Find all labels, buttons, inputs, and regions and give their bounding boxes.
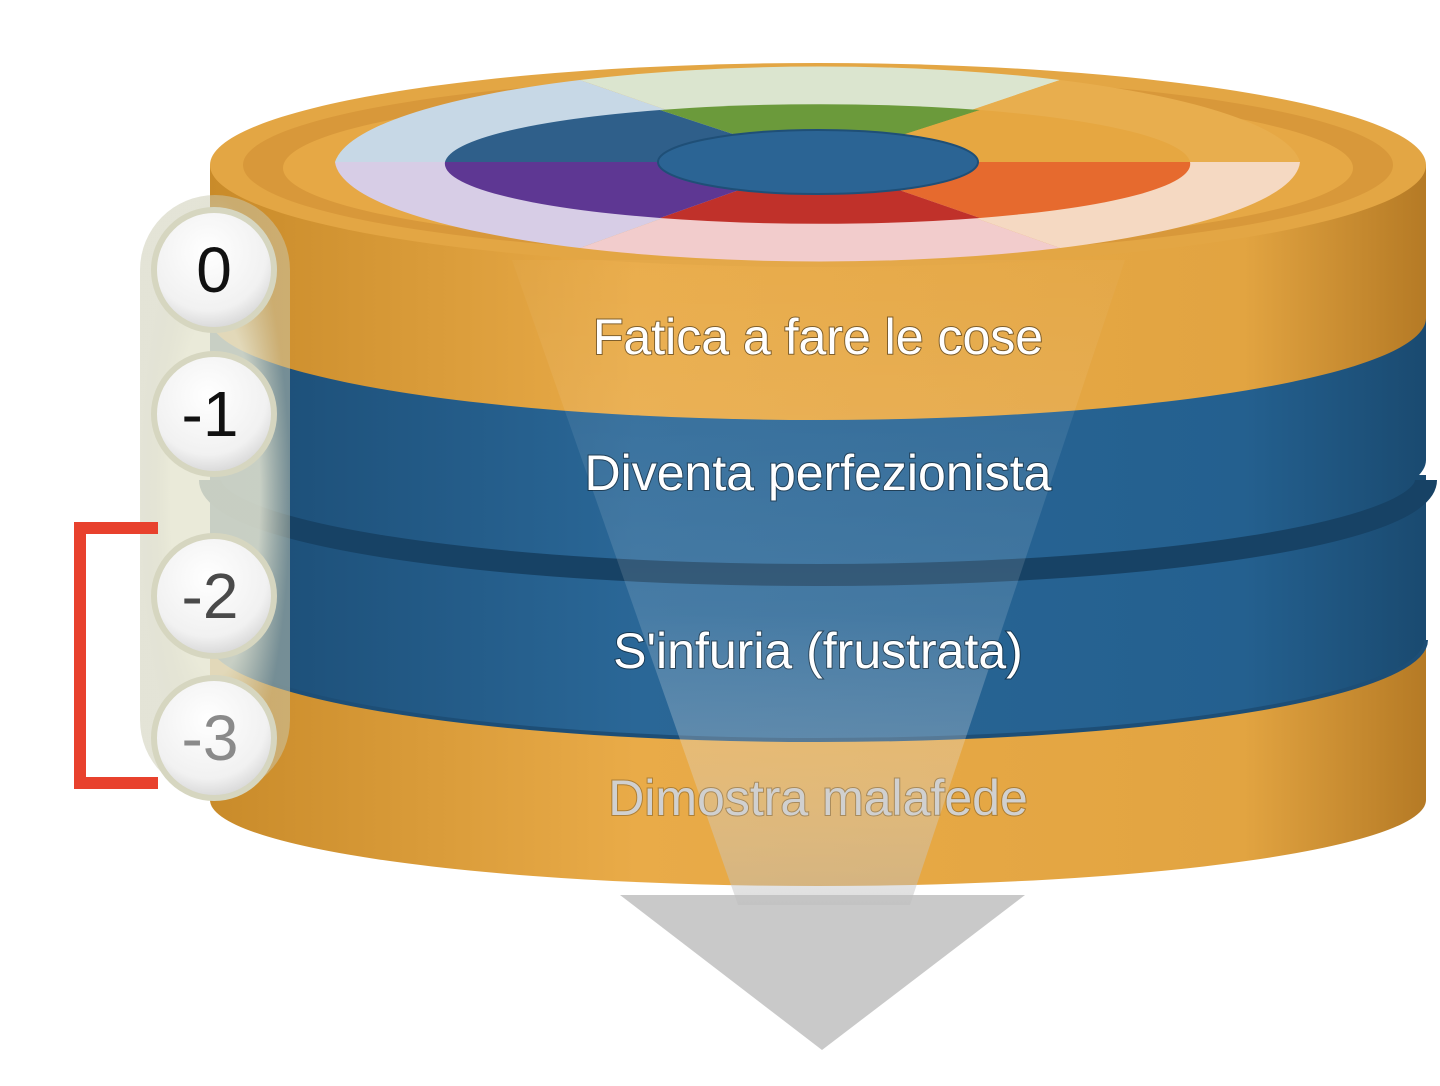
top-wheel: [335, 66, 1300, 262]
level-badge-minus-1: -1: [151, 351, 277, 477]
level-minus-2-number: -2: [182, 560, 239, 632]
highlight-bracket: [74, 522, 158, 789]
level-0-number: 0: [196, 234, 232, 306]
level-badge-0: 0: [151, 207, 277, 333]
layer-minus-1-label: Diventa perfezionista: [585, 445, 1052, 501]
down-arrow-head: [620, 895, 1025, 1050]
level-minus-3-number: -3: [182, 702, 239, 774]
level-badge-minus-3: -3: [151, 675, 277, 801]
layer-minus-3-label: Dimostra malafede: [608, 770, 1028, 826]
layer-minus-2-label: S'infuria (frustrata): [613, 623, 1023, 679]
layer-0-label: Fatica a fare le cose: [593, 309, 1043, 365]
down-arrow-shaft: [512, 260, 1125, 905]
level-minus-1-number: -1: [182, 378, 239, 450]
level-badge-minus-2: -2: [151, 533, 277, 659]
